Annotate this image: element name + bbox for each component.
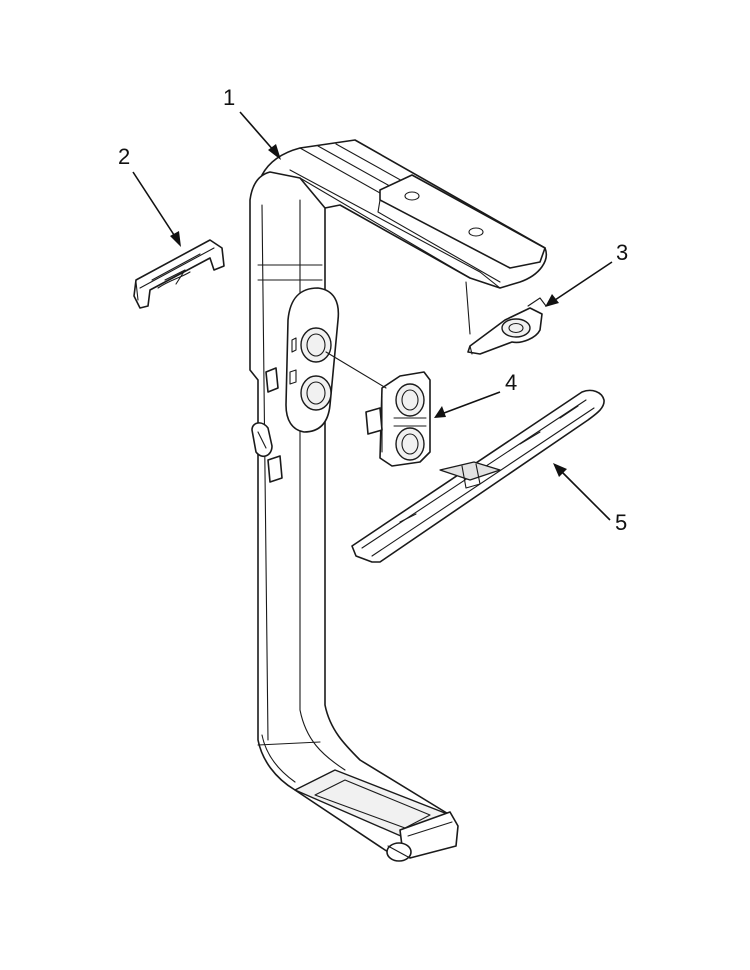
callout-1-arrowhead <box>268 144 281 160</box>
callout-1-leader <box>239 111 276 153</box>
callout-4-leader <box>443 391 501 414</box>
callout-5-label: 5 <box>615 510 627 535</box>
part-4-assembly-line <box>325 351 387 389</box>
part-4-hub-bearing <box>365 371 431 467</box>
part-5-spray-arm <box>351 389 605 563</box>
callout-2-leader <box>132 171 177 239</box>
callout-2-arrowhead <box>170 231 181 247</box>
callout-3-arrowhead <box>545 294 559 307</box>
part-3-bracket <box>465 281 547 355</box>
callout-4-arrowhead <box>434 406 446 418</box>
callout-3-label: 3 <box>616 240 628 265</box>
callout-1-label: 1 <box>223 85 235 110</box>
callout-2-label: 2 <box>118 144 130 169</box>
callout-5-leader <box>561 471 611 521</box>
callout-3-leader <box>554 261 613 301</box>
part-2-clip <box>133 239 225 309</box>
callout-5-arrowhead <box>553 463 567 477</box>
callout-4-label: 4 <box>505 370 517 395</box>
part-1-conduit <box>249 139 547 862</box>
